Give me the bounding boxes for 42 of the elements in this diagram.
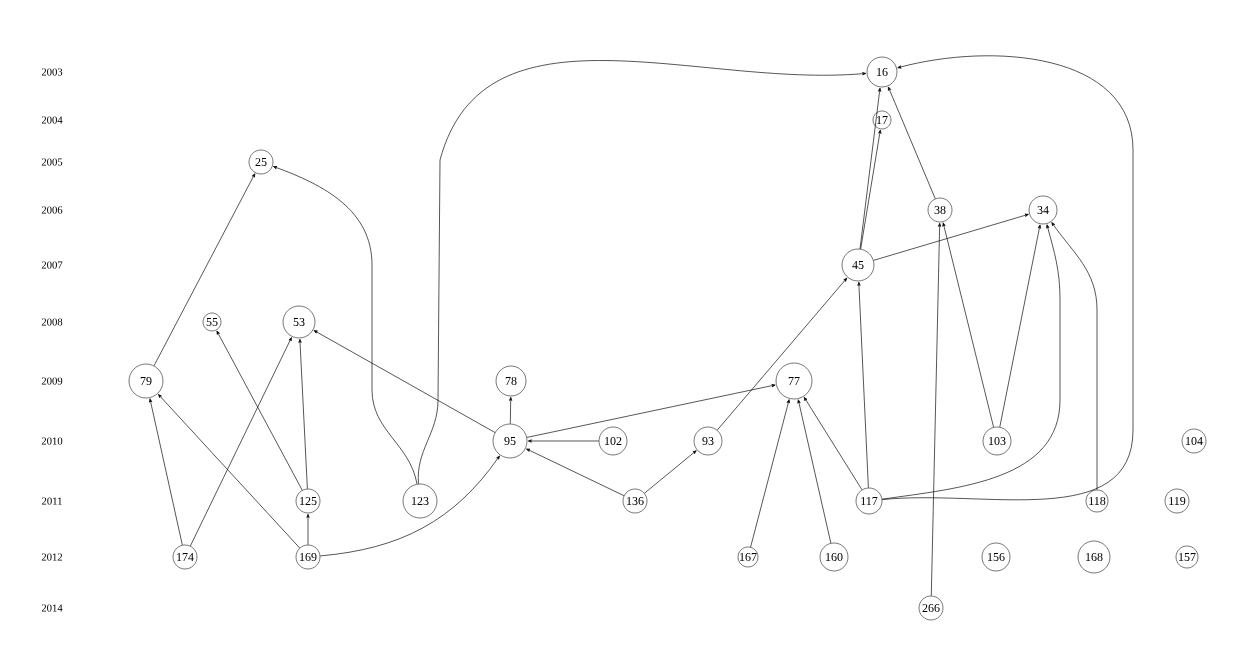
arrow <box>860 129 882 250</box>
year-label: 2014 <box>41 604 63 612</box>
arrow <box>797 399 832 544</box>
arrow <box>527 439 600 443</box>
arrow <box>190 337 292 547</box>
arrow <box>298 338 308 490</box>
year-label: 2006 <box>41 206 63 214</box>
year-label: 2007 <box>41 261 63 269</box>
arrow <box>803 396 863 491</box>
arrow <box>716 277 848 431</box>
arrow <box>313 330 496 433</box>
year-label: 2009 <box>41 377 63 385</box>
year-label: 2008 <box>41 318 63 326</box>
arrow <box>149 398 183 546</box>
arrow <box>153 173 256 367</box>
arrow <box>526 384 776 438</box>
year-label: 2005 <box>41 158 63 166</box>
year-label: 2011 <box>42 497 62 505</box>
year-label: 2004 <box>41 116 63 124</box>
arrow <box>273 166 418 485</box>
arrow <box>859 87 882 250</box>
arrow <box>857 281 869 489</box>
arrow <box>1051 222 1098 491</box>
arrow <box>216 330 303 491</box>
arrow <box>881 55 1134 501</box>
arrow <box>930 222 942 597</box>
arrow <box>873 213 1029 261</box>
year-label: 2010 <box>41 437 63 445</box>
arrow <box>750 399 790 548</box>
year-label: 2003 <box>41 68 63 76</box>
arrow <box>644 450 697 494</box>
year-label: 2012 <box>41 553 63 561</box>
arrow <box>999 224 1041 428</box>
arrow <box>942 222 994 428</box>
arrow <box>319 455 500 557</box>
arrow <box>887 86 936 200</box>
arrow <box>509 396 513 425</box>
arrow <box>306 513 310 546</box>
arrow <box>158 394 301 549</box>
arrow <box>526 448 625 497</box>
arrow <box>881 224 1061 500</box>
arrow <box>417 60 867 485</box>
